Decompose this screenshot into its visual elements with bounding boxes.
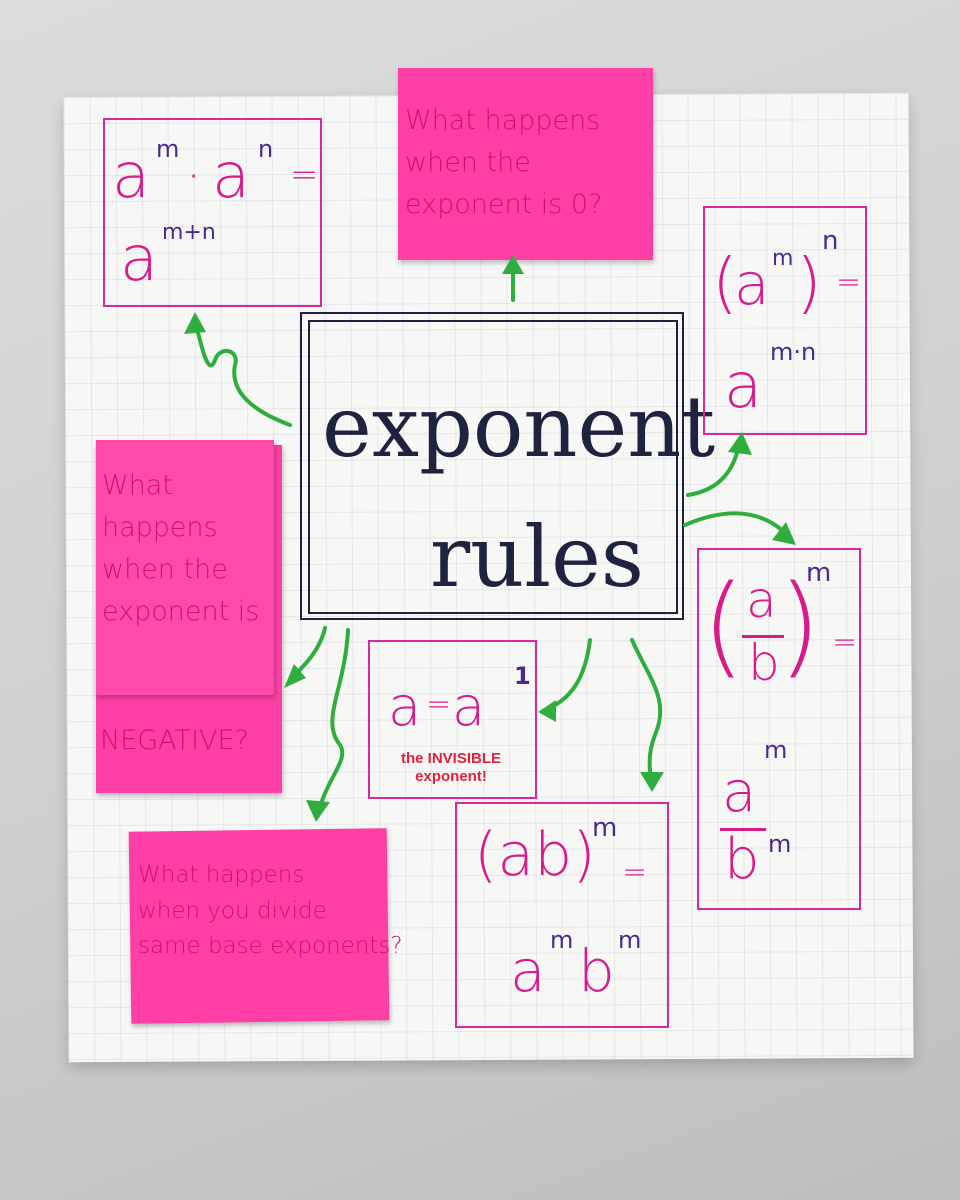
product-power-rule-equals: = [622, 855, 648, 890]
arrowhead-product-rule [184, 312, 206, 334]
product-rule-box [103, 118, 322, 307]
product-power-rule-result-a: a [510, 937, 546, 1005]
sticky-note-negative-tail: NEGATIVE? [100, 725, 249, 756]
product-rule-base2: a [212, 139, 250, 212]
product-power-rule-result-b-exp: m [618, 926, 642, 954]
quotient-rule-result-num: a [722, 760, 757, 825]
arrow-to-divide-note [316, 628, 350, 817]
arrow-to-product-rule [193, 318, 292, 427]
invisible-rule-lhs: a [388, 675, 422, 738]
arrowhead-quotient-rule [772, 522, 796, 545]
invisible-rule-rhs: a [452, 675, 486, 738]
product-power-rule-result-b: b [578, 937, 615, 1005]
quotient-power-rule-box [697, 548, 861, 910]
quotient-rule-equals: = [832, 625, 858, 660]
arrowhead-zero-note [502, 255, 524, 274]
quotient-rule-result-den: b [724, 827, 760, 892]
title-line-1: exponent [322, 378, 716, 476]
sticky-note-zero-text: What happens when the exponent is 0? [405, 105, 603, 220]
quotient-rule-open-paren: ( [702, 561, 745, 689]
arrowhead-power-rule [728, 432, 752, 455]
power-rule-outer-exp: n [822, 226, 839, 256]
arrowhead-divide-note [306, 800, 330, 822]
product-rule-result-base: a [120, 222, 158, 295]
product-rule-dot: · [186, 148, 202, 204]
quotient-rule-exp: m [806, 558, 832, 588]
product-power-rule-box [455, 802, 669, 1028]
power-rule-result-base: a [724, 349, 762, 422]
quotient-rule-den: b [748, 634, 780, 692]
arrowhead-product-power [640, 772, 664, 792]
title-box-inner [308, 320, 678, 614]
arrowhead-invisible [538, 700, 556, 722]
product-rule-result-exp: m+n [162, 220, 216, 245]
power-rule-inner-exp: m [772, 246, 794, 271]
quotient-rule-close-paren: ) [778, 561, 821, 689]
sticky-note-negative-front [96, 440, 274, 695]
arrow-to-product-power [630, 638, 663, 787]
power-rule-base: a [734, 250, 770, 318]
product-rule-exp1: m [156, 135, 180, 163]
quotient-rule-result-bar [720, 828, 766, 831]
product-power-rule-lhs: (ab) [474, 820, 596, 890]
quotient-rule-result-den-exp: m [768, 830, 792, 858]
product-rule-base1: a [112, 139, 150, 212]
arrow-to-invisible [543, 638, 592, 712]
power-rule-box [703, 206, 867, 435]
product-rule-equals: = [290, 155, 319, 195]
power-rule-equals: = [836, 265, 862, 300]
title-line-2: rules [430, 508, 644, 606]
invisible-rule-exp: 1 [514, 662, 531, 690]
power-rule-open: ( [712, 244, 738, 321]
sticky-note-negative-text: What happens when the exponent is [102, 470, 260, 627]
sticky-note-divide-text: What happens when you divide same base e… [138, 862, 403, 960]
invisible-rule-equals: = [426, 687, 452, 722]
invisible-exponent-note: the INVISIBLE exponent! [400, 750, 501, 785]
product-power-rule-exp: m [592, 813, 618, 843]
arrowhead-negative-note [284, 664, 306, 688]
power-rule-result-exp: m·n [770, 338, 817, 366]
arrow-to-quotient-rule [683, 511, 792, 540]
power-rule-close: ) [796, 244, 822, 321]
product-power-rule-result-a-exp: m [550, 926, 574, 954]
product-rule-exp2: n [258, 135, 274, 163]
quotient-rule-result-num-exp: m [764, 736, 788, 764]
sticky-note-zero [398, 68, 653, 260]
title-box-outer [300, 312, 684, 620]
quotient-rule-num: a [746, 571, 777, 629]
invisible-exponent-box [368, 640, 537, 799]
quotient-rule-fraction-bar [742, 635, 784, 638]
